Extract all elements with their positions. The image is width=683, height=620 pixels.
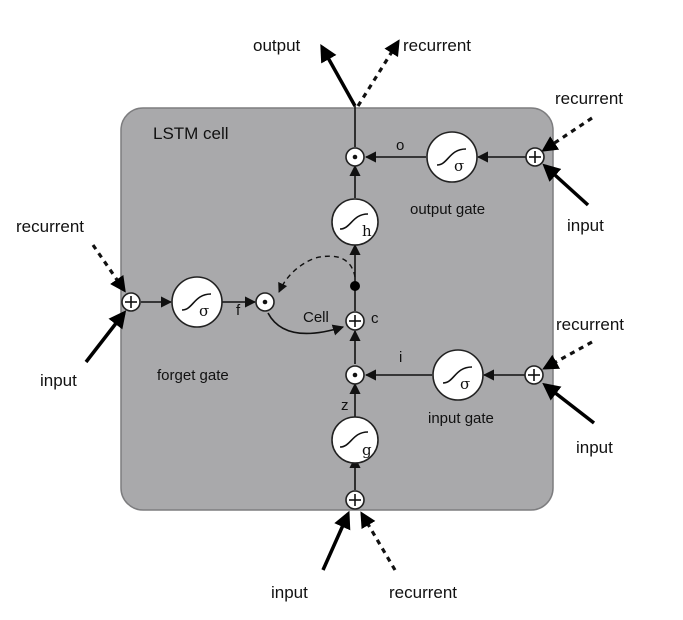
forget-multiply-node [255, 292, 275, 312]
cell-state-sum-node [345, 311, 365, 331]
input-gate-input-label: input [576, 438, 613, 457]
input-multiply-node [345, 365, 365, 385]
svg-text:g: g [362, 441, 372, 459]
output-gate-node: σ [426, 131, 478, 183]
forget-gate-node: σ [171, 276, 223, 328]
bottom-recurrent-label: recurrent [389, 583, 457, 602]
bottom-input-label: input [271, 583, 308, 602]
cell-title: LSTM cell [153, 124, 229, 143]
forget-gate-label: forget gate [157, 367, 229, 384]
tanh-curve-icon [339, 213, 369, 230]
candidate-activation-node: g [331, 416, 379, 464]
output-gate-recurrent-label: recurrent [555, 89, 623, 108]
sigmoid-curve-icon [181, 293, 212, 311]
top-output-label: output [253, 36, 301, 55]
input-gate-node: σ [432, 349, 484, 401]
input-gate-sum-node [524, 365, 544, 385]
output-gate-label: output gate [410, 201, 485, 218]
input-signal-label: i [399, 349, 402, 366]
output-signal-label: o [396, 137, 404, 154]
lstm-cell-box [120, 107, 554, 511]
svg-text:σ: σ [199, 302, 209, 320]
cell-output-activation-node: h [331, 198, 379, 246]
input-gate-recurrent-label: recurrent [556, 315, 624, 334]
sigmoid-curve-icon [442, 366, 473, 384]
forget-gate-sum-node [121, 292, 141, 312]
input-gate-label: input gate [428, 410, 494, 427]
top-recurrent-label: recurrent [403, 36, 471, 55]
sigmoid-curve-icon [436, 148, 467, 166]
svg-text:σ: σ [460, 375, 470, 393]
output-gate-input-label: input [567, 216, 604, 235]
svg-text:σ: σ [454, 157, 464, 175]
tanh-curve-icon [339, 431, 369, 448]
cell-symbol-label: c [371, 310, 379, 327]
output-gate-sum-node [525, 147, 545, 167]
forget-gate-input-label: input [40, 371, 77, 390]
output-multiply-node [345, 147, 365, 167]
candidate-signal-label: z [341, 397, 349, 414]
svg-text:h: h [362, 222, 372, 240]
candidate-sum-node [345, 490, 365, 510]
cell-state-label: Cell [303, 309, 329, 326]
forget-signal-label: f [236, 302, 241, 319]
forget-gate-recurrent-label: recurrent [16, 217, 84, 236]
